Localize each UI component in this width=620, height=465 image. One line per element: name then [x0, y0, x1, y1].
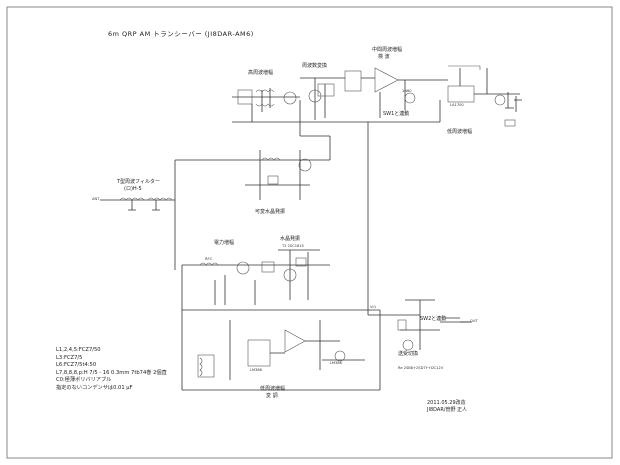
modulator-section [181, 309, 381, 391]
label-local-osc: 可変水晶発振 [255, 209, 286, 215]
receiver-chain [232, 65, 522, 136]
label-ic-mod: LM386 [250, 368, 262, 372]
parts-notes: L1,2,4,5:FCZ7/50 L3:FCZ7/5 L6:FCZ7/5t4:5… [56, 347, 167, 393]
note-line: L1,2,4,5:FCZ7/50 [56, 347, 101, 353]
note-line: 指定のないコンデンサは0.01 μF [56, 384, 133, 391]
tx-rx-switch [367, 122, 472, 351]
note-line: C0:極薄ポリバリアブル [56, 377, 112, 384]
signature-date: 2011.05.29改造 [427, 400, 466, 406]
local-oscillator [238, 135, 331, 200]
label-tr-crystal: T2 2SC1815 [282, 244, 304, 248]
label-power-note: Re 2SB8+2SD7Y+DC12V [398, 366, 444, 370]
page-frame [6, 6, 613, 459]
page-title: 6m QRP AM トランシーバー (JI8DAR-AM6) [108, 30, 254, 38]
label-sw2-link: SW2と連動 [420, 316, 447, 322]
label-detector-diode: 1N60 [402, 89, 412, 93]
label-if-amp: 中間周波増幅 [372, 47, 403, 53]
label-crystal-osc: 水晶発振 [280, 236, 301, 242]
transmitter-chain [181, 249, 340, 311]
signature-block: 2011.05.29改造 JI8DAR/管野 正人 [427, 400, 467, 414]
label-detector: 検 波 [378, 54, 390, 60]
label-ant: ANT [92, 197, 100, 201]
label-ic-af: LM386 [330, 361, 342, 365]
label-freq-conv: 周波数変換 [302, 63, 328, 69]
label-sw1-link: SW1と連動 [383, 111, 410, 117]
signature-author: JI8DAR/管野 正人 [427, 407, 468, 413]
label-af-amp-bottom: 低周波増幅 [260, 386, 286, 392]
note-line: L7,8,8,8,p:H 7/5 - 16 0.3mm 7tb74巻 2個直 [56, 369, 167, 376]
label-hf-amp-top: 高周波増幅 [248, 70, 274, 76]
label-tx-rx-switch: 送受切換 [398, 351, 419, 357]
label-lpf-sub: (ロ)H-5 [124, 186, 142, 192]
label-vr1: Vr1 [370, 305, 377, 309]
label-ic-la: LA1700 [450, 103, 464, 107]
label-lpf: T型周波フィルター [117, 179, 160, 185]
label-rfc: RFC [205, 257, 213, 261]
label-modulator: 変 調 [266, 393, 278, 399]
label-af-amp-top: 低周波増幅 [447, 129, 473, 135]
note-line: L6:FCZ7/5t4:50 [56, 362, 97, 369]
label-power-amp: 電力増幅 [214, 240, 235, 246]
lpf [100, 159, 238, 270]
note-line: L3:FCZ7/5 [56, 354, 83, 361]
label-out: OUT [470, 319, 478, 323]
